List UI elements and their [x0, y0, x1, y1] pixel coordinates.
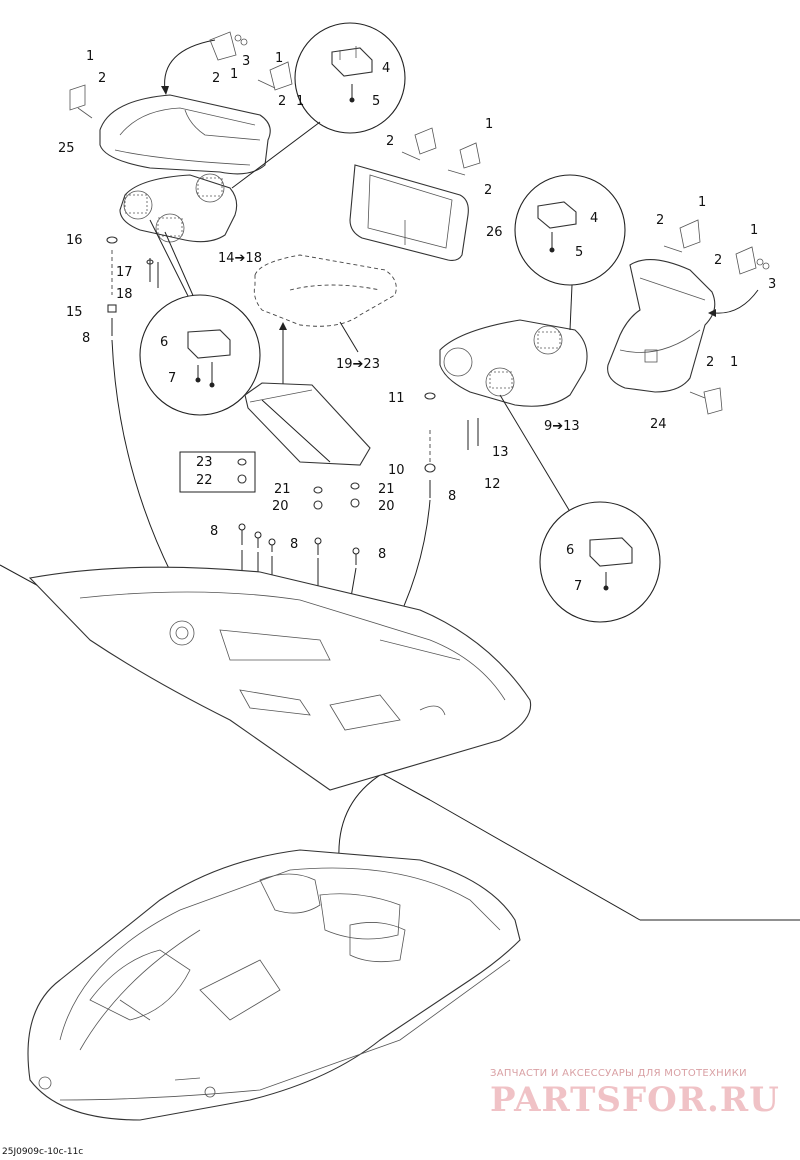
callout-label: 22	[196, 473, 213, 488]
callout-label: 5	[575, 245, 583, 260]
callout-label: 5	[372, 94, 380, 109]
spacer-block-6	[187, 329, 231, 359]
callout-label: 2	[278, 94, 286, 109]
arrow-head	[161, 86, 169, 95]
callout-label: 12	[484, 477, 501, 492]
callout-label: 2	[656, 213, 664, 228]
callout-label: 8	[448, 489, 456, 504]
hull-interior-section	[28, 566, 532, 791]
arrow-head	[279, 322, 287, 330]
callout-label: 9➔13	[544, 419, 580, 434]
boat-overview	[27, 849, 521, 1121]
callout-label: 8	[290, 537, 298, 552]
leader-line	[569, 284, 573, 331]
callout-labels: 1 2 1 3 2 1 1 2 4 5 25 2 1 2 26 16 14➔18…	[58, 49, 776, 594]
callout-label: 26	[486, 225, 503, 240]
callout-label: 8	[82, 331, 90, 346]
callout-label: 11	[388, 391, 405, 406]
watermark-subtitle: ЗАПЧАСТИ И АКСЕССУАРЫ ДЛЯ МОТОТЕХНИКИ	[490, 1068, 747, 1079]
callout-label: 1	[485, 117, 493, 132]
callout-label: 24	[650, 417, 667, 432]
callout-group-box	[179, 451, 256, 493]
callout-label: 2	[98, 71, 106, 86]
callout-label: 18	[116, 287, 133, 302]
callout-label: 1	[698, 195, 706, 210]
callout-label: 1	[296, 94, 304, 109]
callout-label: 15	[66, 305, 83, 320]
seat-base-14-18	[119, 173, 238, 243]
callout-label: 1	[275, 51, 283, 66]
callout-label: 2	[386, 134, 394, 149]
section-divider-line	[429, 799, 641, 921]
leader-line	[499, 394, 576, 521]
screw-5	[549, 232, 555, 253]
callout-label: 19➔23	[336, 357, 380, 372]
seat-base-9-13	[439, 319, 588, 407]
fastener-hardware	[106, 236, 479, 565]
leader-line	[231, 121, 321, 189]
callout-label: 14➔18	[218, 251, 262, 266]
callout-label: 21	[378, 482, 395, 497]
screw-7	[195, 362, 215, 388]
callout-label: 1	[86, 49, 94, 64]
leader-line	[164, 231, 196, 301]
callout-label: 13	[492, 445, 509, 460]
callout-label: 21	[274, 482, 291, 497]
arrow-head	[708, 309, 716, 317]
seat-box-frame	[244, 382, 371, 466]
leader-line	[339, 321, 359, 353]
callout-label: 16	[66, 233, 83, 248]
watermark-logo: PARTSFOR.RU	[490, 1080, 780, 1120]
callout-label: 7	[574, 579, 582, 594]
callout-label: 1	[730, 355, 738, 370]
callout-label: 1	[750, 223, 758, 238]
screw-7	[603, 572, 609, 591]
assembly-arrow	[164, 39, 216, 91]
callout-label: 25	[58, 141, 75, 156]
leader-line	[149, 219, 191, 301]
detail-circle-hinge-top	[294, 22, 406, 134]
callout-label: 6	[160, 335, 168, 350]
callout-label: 20	[272, 499, 289, 514]
callout-label: 23	[196, 455, 213, 470]
callout-label: 10	[388, 463, 405, 478]
callout-label: 3	[242, 54, 250, 69]
callout-label: 1	[230, 67, 238, 82]
hinge-bracket-group	[69, 31, 770, 415]
callout-label: 2	[212, 71, 220, 86]
screw-5	[349, 84, 355, 103]
backrest-cushion-26	[349, 164, 469, 261]
callout-label: 2	[484, 183, 492, 198]
callout-label: 8	[210, 524, 218, 539]
callout-label: 3	[768, 277, 776, 292]
callout-label: 4	[382, 61, 390, 76]
rear-bench-cushion-25	[99, 94, 271, 175]
callout-label: 4	[590, 211, 598, 226]
detail-circle-hinge-right	[514, 174, 626, 286]
callout-label: 20	[378, 499, 395, 514]
backrest-cushion-24	[607, 259, 716, 393]
callout-label: 2	[706, 355, 714, 370]
diagram-code: 25J0909c-10c-11c	[2, 1147, 84, 1157]
callout-label: 17	[116, 265, 133, 280]
callout-label: 7	[168, 371, 176, 386]
seat-cushion-19-23	[253, 254, 397, 327]
hinge-block-4	[331, 46, 373, 77]
callout-label: 8	[378, 547, 386, 562]
hinge-block-4	[537, 201, 577, 229]
assembly-arrow	[714, 289, 759, 314]
callout-label: 2	[714, 253, 722, 268]
callout-label: 6	[566, 543, 574, 558]
spacer-block-6	[589, 537, 633, 567]
